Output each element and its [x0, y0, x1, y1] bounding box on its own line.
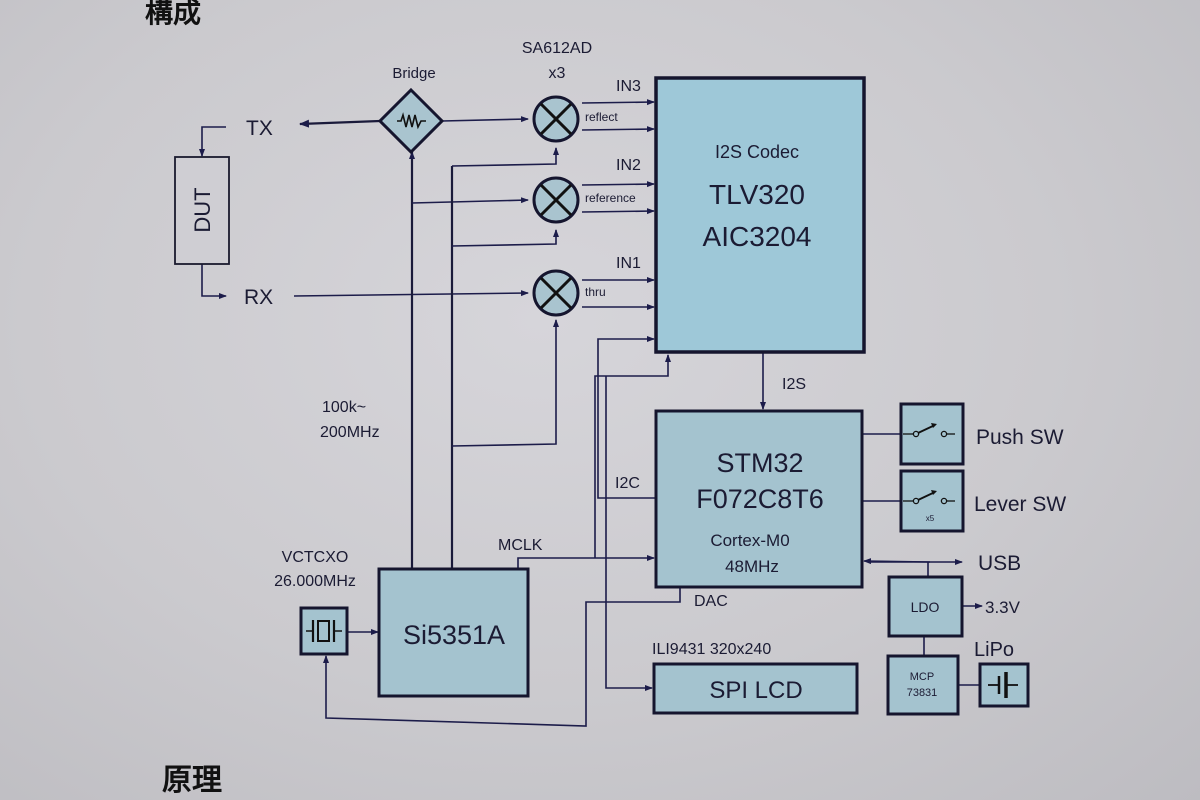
mixer-count-label: x3 [549, 65, 566, 82]
lcd-title: ILI9431 320x240 [652, 641, 771, 658]
mcu-part: F072C8T6 [696, 484, 824, 514]
lcd-label: SPI LCD [709, 677, 802, 704]
wire-in2b [581, 208, 655, 215]
mcu-clock: 48MHz [725, 557, 779, 576]
wire-usb-back [863, 558, 931, 565]
codec-block: I2S Codec TLV320 AIC3204 [654, 76, 866, 354]
mcu-block: STM32 F072C8T6 Cortex-M0 48MHz [654, 409, 864, 589]
ldo-label: LDO [911, 599, 940, 615]
switch-icon [903, 490, 955, 505]
wire-mclk-codec [594, 354, 671, 558]
resistor-icon [397, 112, 426, 130]
vctcxo-frequency: 26.000MHz [274, 573, 356, 590]
wire-mclk [517, 555, 655, 568]
clockgen-label: Si5351A [403, 620, 505, 650]
codec-part-2: AIC3204 [703, 221, 812, 252]
tx-label: TX [246, 117, 273, 140]
codec-type: I2S Codec [715, 142, 799, 162]
mcu-core: Cortex-M0 [710, 531, 789, 550]
i2s-label: I2S [782, 376, 806, 393]
freq-range-line1: 100k~ [322, 399, 366, 416]
switch-icon [903, 423, 955, 438]
crystal-icon [306, 620, 342, 642]
wire-spi-lcd [605, 376, 653, 691]
lcd-block: SPI LCD [652, 662, 859, 715]
lipo-label: LiPo [974, 639, 1014, 661]
usb-label: USB [978, 552, 1021, 575]
mixer-2 [532, 176, 580, 224]
wire-clk-mixer2 [411, 197, 529, 204]
i2c-label: I2C [615, 475, 640, 492]
mixer-1 [532, 269, 580, 317]
heading-principle: 原理 [162, 763, 222, 798]
push-sw-label: Push SW [976, 426, 1064, 449]
bridge-block: Bridge [377, 65, 445, 155]
heading-structure: 構成 [145, 0, 201, 29]
lever-switch-block: x5 [899, 469, 965, 533]
codec-part-1: TLV320 [709, 179, 805, 210]
vctcxo-block [299, 606, 349, 656]
freq-range-line2: 200MHz [320, 424, 380, 441]
wire-dac-vctcxo [323, 587, 681, 727]
rx-label: RX [244, 286, 273, 309]
charger-label-1: MCP [910, 671, 934, 683]
clockgen-block: Si5351A [377, 567, 530, 698]
mixer-3 [532, 95, 580, 143]
wire-lo-mixer1 [451, 319, 559, 447]
bridge-label: Bridge [392, 65, 435, 82]
in1-label: IN1 [616, 255, 641, 272]
ldo-block: LDO [887, 575, 964, 638]
wire-dut-rx [201, 264, 227, 299]
battery-block [978, 662, 1030, 708]
reference-label: reference [585, 191, 636, 205]
lever-sw-count: x5 [926, 514, 935, 523]
mcu-family: STM32 [716, 448, 803, 478]
wires [199, 99, 983, 727]
wire-in3b [581, 126, 655, 133]
battery-icon [988, 672, 1018, 698]
wire-bridge-tx [299, 119, 381, 128]
wire-lo-mixer3 [451, 147, 559, 167]
charger-label-2: 73831 [907, 687, 938, 699]
wire-i2c [597, 336, 656, 499]
dut-block: DUT [174, 156, 230, 265]
in3-label: IN3 [616, 78, 641, 95]
dut-label: DUT [190, 187, 215, 232]
push-switch-block [899, 402, 965, 466]
charger-block: MCP 73831 [886, 654, 960, 716]
wire-tx-dut [199, 126, 226, 157]
mixer-part-label: SA612AD [522, 40, 592, 57]
dac-label: DAC [694, 593, 728, 610]
wire-in3a [581, 99, 655, 106]
thru-label: thru [585, 285, 606, 299]
in2-label: IN2 [616, 157, 641, 174]
v33-label: 3.3V [985, 598, 1021, 617]
reflect-label: reflect [585, 110, 618, 124]
wire-lo-mixer2 [451, 229, 559, 247]
wire-in2a [581, 181, 655, 188]
lever-sw-label: Lever SW [974, 493, 1066, 516]
vctcxo-label: VCTCXO [282, 549, 349, 566]
mclk-label: MCLK [498, 537, 543, 554]
wire-bridge-mixer3 [441, 116, 529, 123]
